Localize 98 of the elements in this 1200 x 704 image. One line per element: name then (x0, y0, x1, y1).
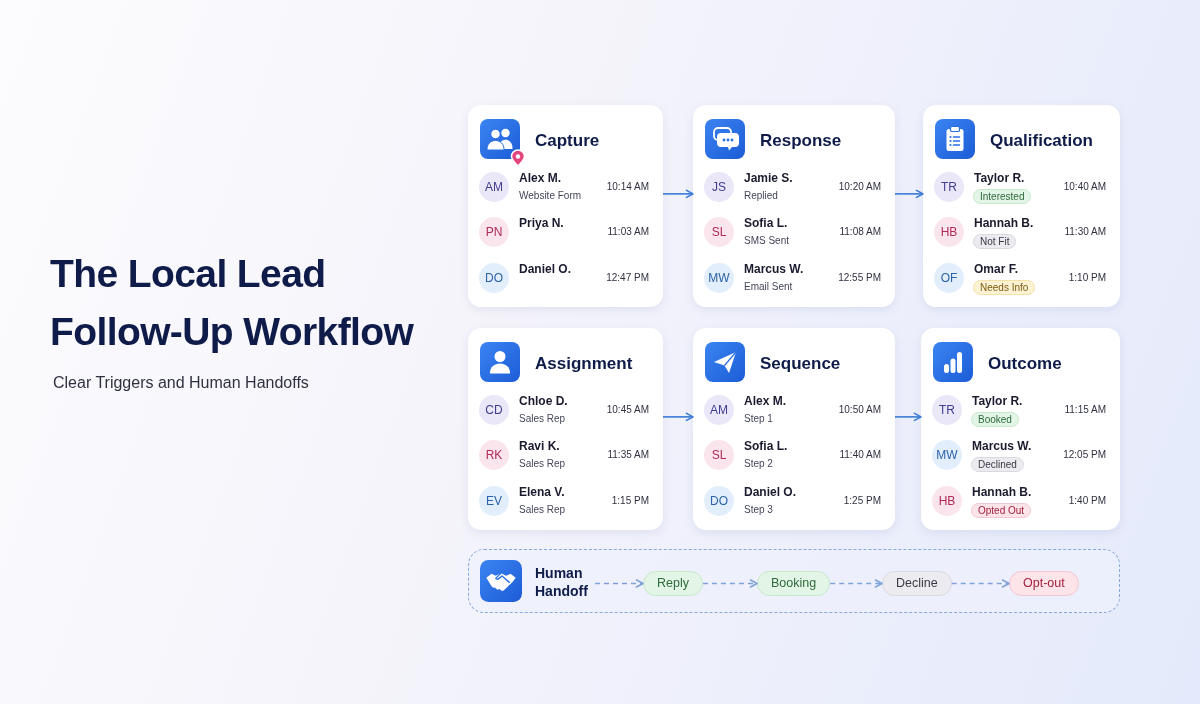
contact-name: Taylor R. (972, 394, 1023, 409)
timestamp: 10:50 AM (838, 403, 881, 417)
arrow (594, 579, 644, 588)
subtitle: Clear Triggers and Human Handoffs (53, 373, 309, 393)
status-tag: Booking (757, 571, 831, 596)
avatar: SL (704, 440, 734, 470)
status-tag: Interested (973, 189, 1032, 204)
avatar: JS (704, 172, 734, 202)
avatar: HB (934, 217, 964, 247)
card-title: Qualification (990, 131, 1093, 151)
timestamp: 12:55 PM (838, 271, 881, 285)
avatar: DO (704, 486, 734, 516)
stage-card (921, 328, 1120, 530)
avatar: DO (479, 263, 509, 293)
contact-detail: SMS Sent (744, 234, 790, 247)
contact-name: Ravi K. (519, 439, 560, 454)
contact-detail: Sales Rep (519, 412, 566, 425)
arrow (950, 579, 1010, 588)
title: The Local Lead Follow-Up Workflow (50, 251, 415, 355)
contact-name: Sofia L. (744, 216, 788, 231)
avatar: EV (479, 486, 509, 516)
status-tag: Reply (643, 571, 703, 596)
contact-detail: Step 1 (744, 412, 773, 425)
arrow (662, 412, 694, 422)
status-tag: Not Fit (973, 234, 1017, 249)
contact-name: Hannah B. (974, 216, 1034, 231)
contact-name: Daniel O. (744, 485, 796, 500)
timestamp: 11:03 AM (607, 225, 649, 239)
timestamp: 10:20 AM (838, 180, 881, 194)
timestamp: 11:35 AM (607, 448, 649, 462)
timestamp: 1:15 PM (611, 494, 649, 508)
timestamp: 10:14 AM (606, 180, 649, 194)
contact-name: Sofia L. (744, 439, 788, 454)
timestamp: 11:08 AM (839, 225, 881, 239)
stage-card (693, 328, 895, 530)
contact-detail: Step 3 (744, 503, 773, 516)
stage-card (468, 105, 663, 307)
contact-name: Priya N. (519, 216, 564, 231)
contact-name: Hannah B. (972, 485, 1032, 500)
avatar: RK (479, 440, 509, 470)
stage-card (923, 105, 1120, 307)
contact-detail: Email Sent (744, 280, 793, 293)
timestamp: 11:15 AM (1064, 403, 1106, 417)
contact-detail: Website Form (519, 189, 582, 202)
arrow (894, 189, 924, 199)
card-title: Assignment (535, 354, 633, 374)
status-tag: Opt-out (1009, 571, 1079, 596)
card-title: Capture (535, 131, 600, 151)
avatar: SL (704, 217, 734, 247)
contact-name: Daniel O. (519, 262, 571, 277)
timestamp: 1:40 PM (1068, 494, 1106, 508)
contact-name: Alex M. (744, 394, 786, 409)
status-tag: Booked (971, 412, 1019, 427)
step-label: Human Handoff (535, 564, 595, 600)
status-tag: Needs Info (973, 280, 1036, 295)
contact-name: Alex M. (519, 171, 561, 186)
stage-card (693, 105, 895, 307)
contact-detail: Sales Rep (519, 457, 566, 470)
arrow (662, 189, 694, 199)
timestamp: 10:45 AM (606, 403, 649, 417)
status-tag: Decline (882, 571, 952, 596)
avatar: MW (704, 263, 734, 293)
avatar: TR (932, 395, 962, 425)
avatar: MW (932, 440, 962, 470)
avatar: TR (934, 172, 964, 202)
contact-detail: Step 2 (744, 457, 773, 470)
avatar: PN (479, 217, 509, 247)
timestamp: 1:25 PM (843, 494, 881, 508)
contact-name: Taylor R. (974, 171, 1025, 186)
timestamp: 11:30 AM (1064, 225, 1106, 239)
handoff-band (468, 549, 1120, 613)
timestamp: 10:40 AM (1063, 180, 1106, 194)
contact-detail: Sales Rep (519, 503, 566, 516)
avatar: AM (704, 395, 734, 425)
timestamp: 12:05 PM (1063, 448, 1106, 462)
arrow (829, 579, 883, 588)
status-tag: Declined (971, 457, 1024, 472)
timestamp: 11:40 AM (839, 448, 881, 462)
contact-name: Marcus W. (744, 262, 804, 277)
contact-detail: Replied (744, 189, 778, 202)
card-title: Response (760, 131, 842, 151)
avatar: HB (932, 486, 962, 516)
timestamp: 1:10 PM (1068, 271, 1106, 285)
card-title: Sequence (760, 354, 841, 374)
contact-name: Marcus W. (972, 439, 1032, 454)
avatar: AM (479, 172, 509, 202)
arrow (894, 412, 922, 422)
avatar: OF (934, 263, 964, 293)
stage-card (468, 328, 663, 530)
avatar: CD (479, 395, 509, 425)
contact-name: Chloe D. (519, 394, 568, 409)
contact-name: Omar F. (974, 262, 1018, 277)
timestamp: 12:47 PM (606, 271, 649, 285)
status-tag: Opted Out (971, 503, 1032, 518)
card-title: Outcome (988, 354, 1062, 374)
contact-name: Jamie S. (744, 171, 793, 186)
contact-name: Elena V. (519, 485, 565, 500)
arrow (702, 579, 758, 588)
